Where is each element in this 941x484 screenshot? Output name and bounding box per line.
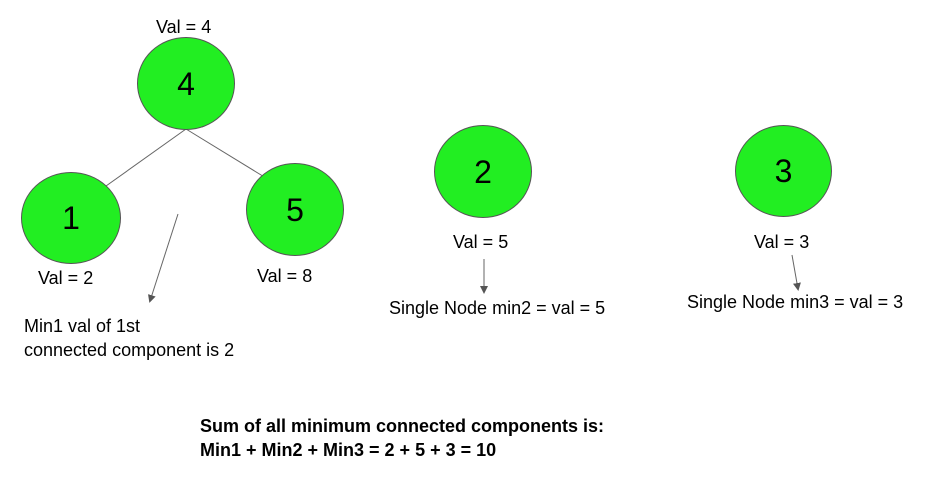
node-1-value-label: Val = 2	[38, 268, 94, 288]
node-5-label: 5	[286, 191, 304, 228]
edge-4-1	[105, 128, 187, 187]
node-4-label: 4	[177, 65, 195, 102]
node-4-value-label: Val = 4	[156, 17, 212, 37]
node-1-label: 1	[62, 200, 80, 236]
arrow-component3	[791, 254, 801, 291]
node-2: 2	[434, 125, 532, 218]
node-2-value-label: Val = 5	[453, 232, 509, 252]
node-1: 1	[21, 172, 121, 264]
node-4: 4	[137, 37, 235, 130]
node-2-label: 2	[474, 153, 492, 190]
node-3-label: 3	[774, 153, 793, 189]
component3-note: Single Node min3 = val = 3	[687, 292, 904, 312]
component2-note: Single Node min2 = val = 5	[389, 298, 606, 318]
summary: Sum of all minimum connected components …	[200, 414, 604, 462]
node-5-value-label: Val = 8	[257, 266, 313, 286]
component1-note-line2: connected component is 2	[24, 340, 235, 360]
edge-4-5	[185, 128, 267, 179]
component1-note-line1: Min1 val of 1st	[24, 316, 141, 336]
arrow-component1	[148, 213, 179, 303]
summary-line1: Sum of all minimum connected components …	[200, 416, 605, 436]
component1-note: Min1 val of 1st connected component is 2	[24, 314, 234, 362]
node-5: 5	[246, 163, 344, 256]
node-3: 3	[735, 125, 832, 217]
node-3-value-label: Val = 3	[754, 232, 810, 252]
summary-line2: Min1 + Min2 + Min3 = 2 + 5 + 3 = 10	[200, 440, 497, 460]
